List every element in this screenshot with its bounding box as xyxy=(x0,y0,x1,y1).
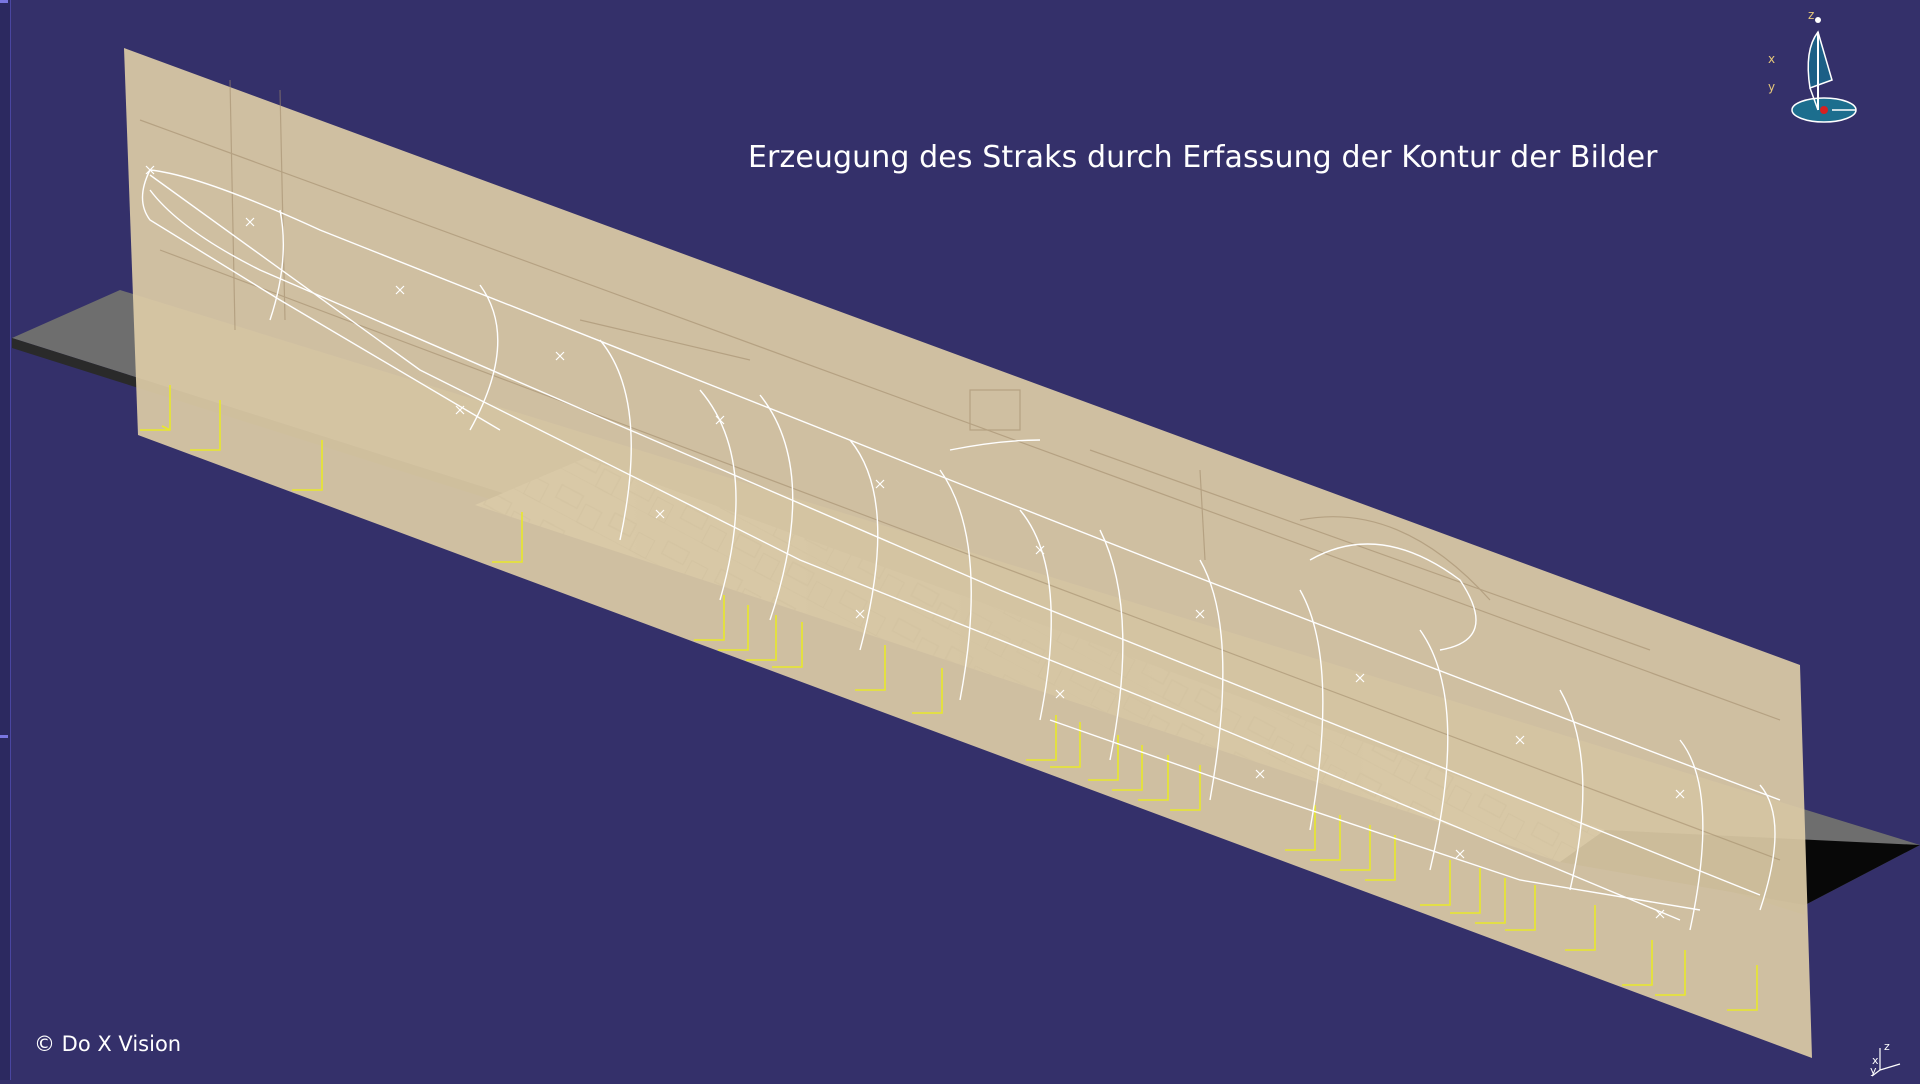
support-point-markers xyxy=(140,385,1758,1011)
control-point-markers xyxy=(145,165,1685,919)
compass-y-label: y xyxy=(1768,80,1776,94)
axis-triad-icon: z x y xyxy=(1870,1038,1910,1078)
border-tick xyxy=(0,0,8,3)
side-view-drawing-lines xyxy=(139,79,1781,861)
compass-z-label: z xyxy=(1808,8,1815,22)
side-view-drawing-plane xyxy=(124,48,1812,1058)
slide-caption: Erzeugung des Straks durch Erfassung der… xyxy=(748,140,1658,175)
copyright-notice: © Do X Vision xyxy=(34,1032,182,1056)
hull-wireframe[interactable] xyxy=(141,169,1781,931)
triad-x-label: x xyxy=(1872,1054,1879,1067)
3d-compass-icon[interactable]: z x y xyxy=(1762,8,1872,135)
triad-z-label: z xyxy=(1884,1040,1890,1053)
viewport-left-border xyxy=(0,0,11,1080)
border-tick xyxy=(0,735,8,738)
triad-y-label: y xyxy=(1870,1064,1877,1077)
compass-x-label: x xyxy=(1768,52,1776,66)
